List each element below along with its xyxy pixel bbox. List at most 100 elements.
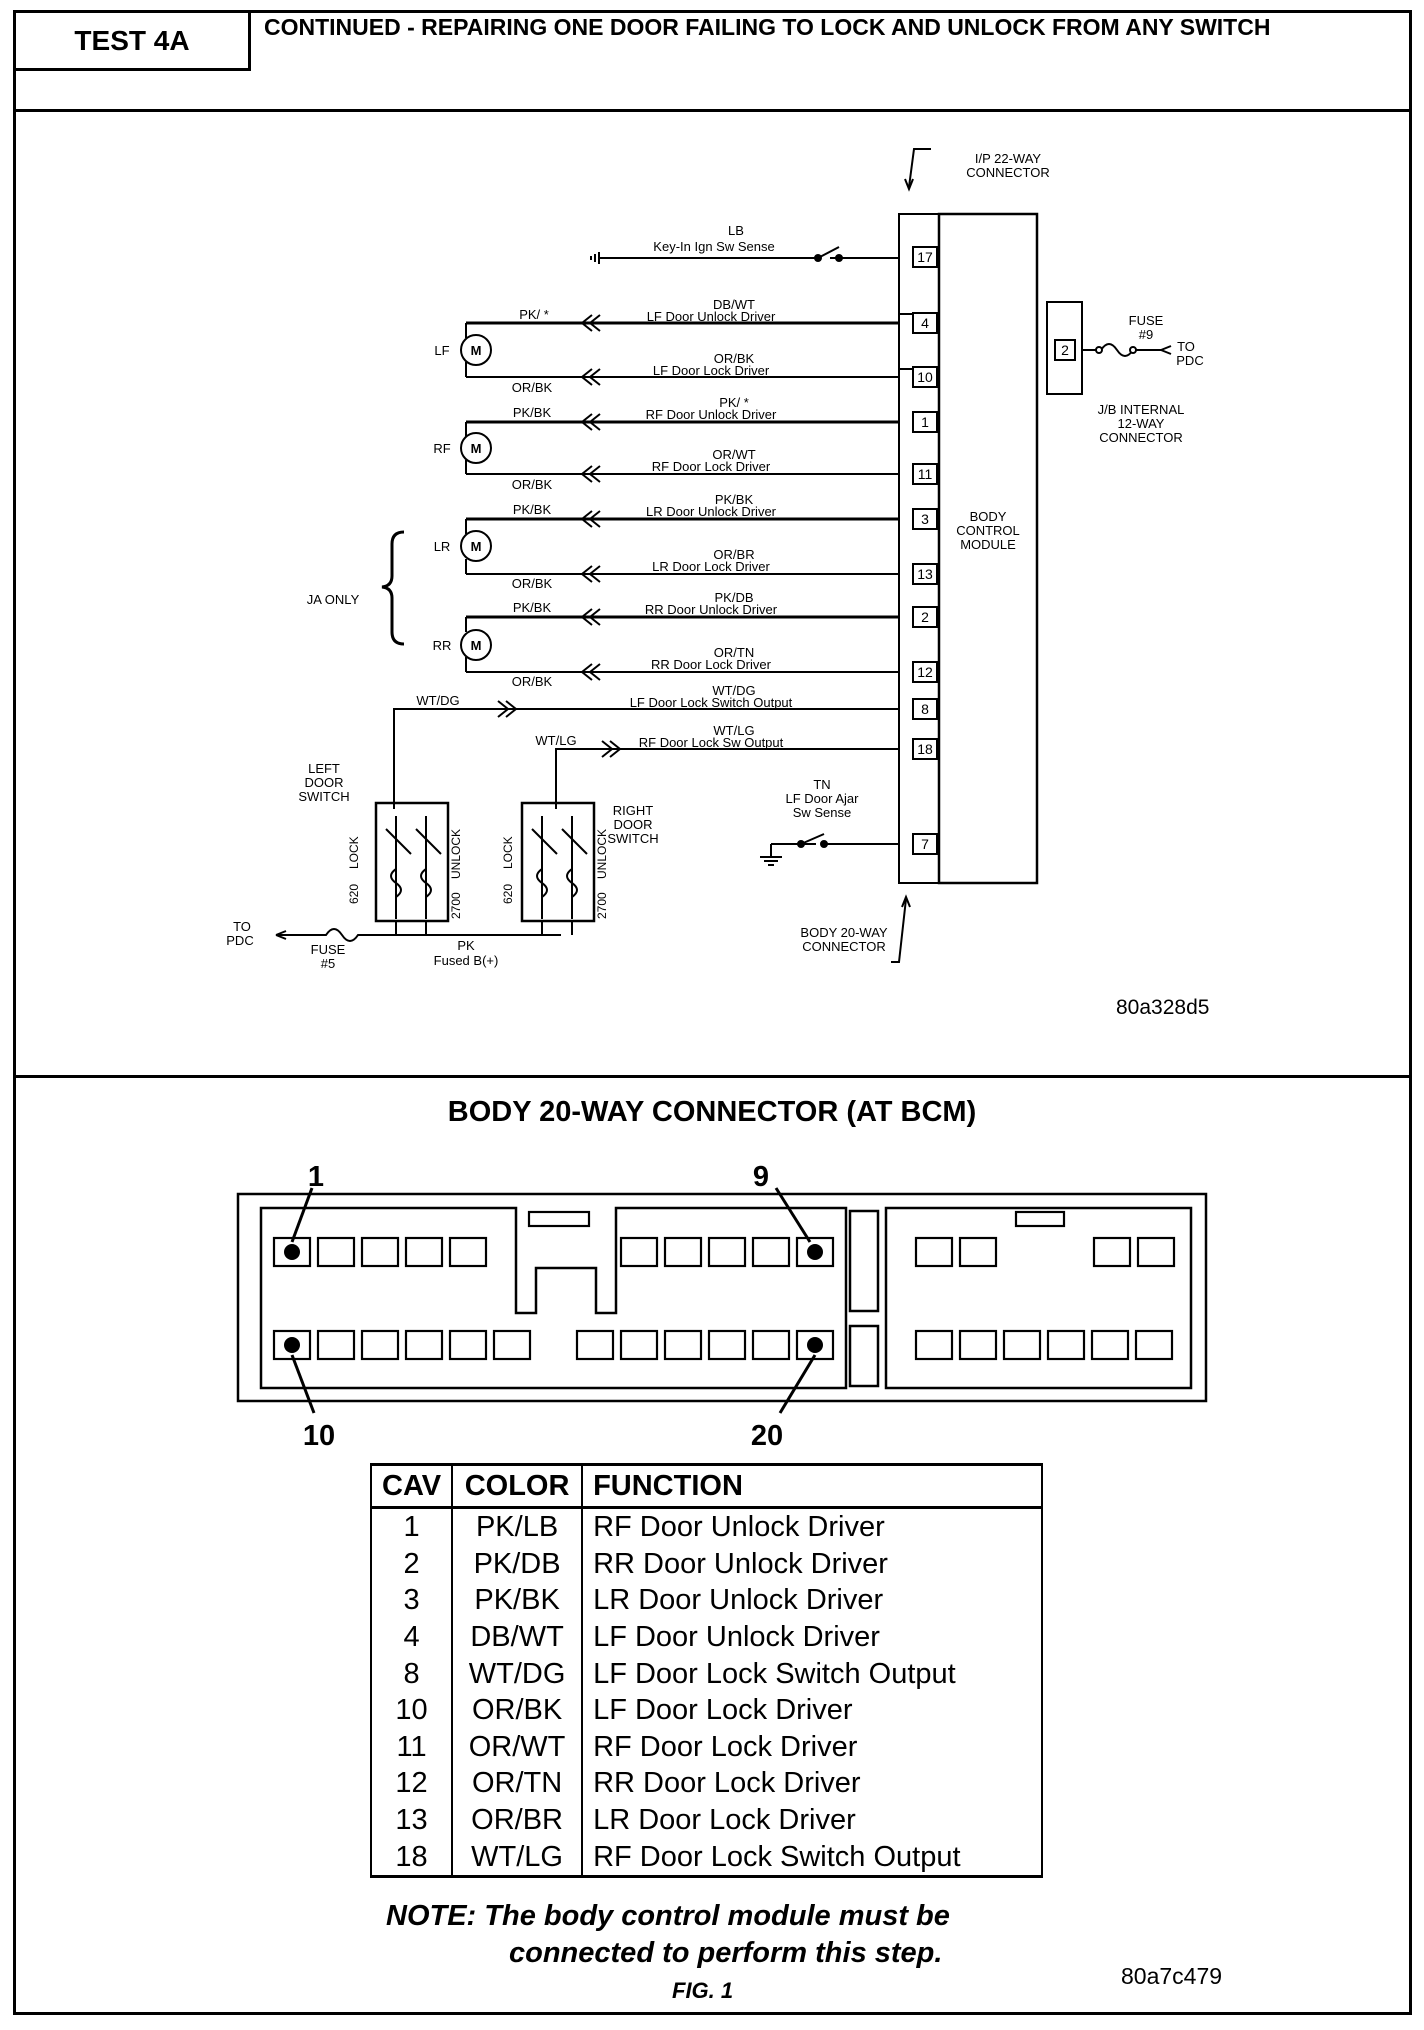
left-switch-r2: 2700 [449, 892, 463, 919]
image-code-2: 80a7c479 [1121, 1963, 1223, 1989]
left-switch-r1: 620 [347, 884, 361, 904]
fused-name: Fused B(+) [434, 953, 499, 968]
motor-symbol-lr: M [471, 539, 482, 554]
right-switch-label-2: DOOR [614, 817, 653, 832]
wire-name-12: RR Door Lock Driver [651, 657, 772, 672]
wire-color-13: OR/BR [713, 547, 754, 562]
pin-2: 2 [921, 609, 929, 625]
header-color: COLOR [451, 1463, 584, 1509]
cav-cell: 3 [369, 1582, 454, 1619]
wire-left-18: WT/LG [535, 733, 576, 748]
cavity-1-marker [284, 1244, 300, 1260]
wire-name-2: RR Door Unlock Driver [645, 602, 778, 617]
wire-left-12: OR/BK [512, 674, 553, 689]
wire-color-11: OR/WT [712, 447, 755, 462]
body-connector-strip [898, 313, 940, 884]
cavity-9-marker [807, 1244, 823, 1260]
wire-color-2: PK/DB [714, 590, 753, 605]
callout-1: 1 [308, 1161, 324, 1193]
connector-outline [236, 1192, 1208, 1403]
wire-left-11: OR/BK [512, 477, 553, 492]
function-cell: LR Door Unlock Driver [581, 1582, 1044, 1619]
bcm-label-3: MODULE [960, 537, 1016, 552]
function-cell: RF Door Lock Driver [581, 1728, 1044, 1766]
body-connector-label-1: BODY 20-WAY [800, 925, 888, 940]
fused-color: PK [457, 938, 475, 953]
key-in-color: LB [728, 223, 744, 238]
wire-left-13: OR/BK [512, 576, 553, 591]
cavity-grid [272, 1210, 1176, 1361]
wire-color-8: WT/DG [712, 683, 755, 698]
cav-cell: 11 [369, 1728, 454, 1766]
pin-3: 3 [921, 511, 929, 527]
pin-8: 8 [921, 701, 929, 717]
wire-left-2: PK/BK [513, 600, 552, 615]
right-switch-r1: 620 [501, 884, 515, 904]
function-cell: LR Door Lock Driver [581, 1801, 1044, 1839]
pin-17: 17 [917, 249, 933, 265]
cav-cell: 8 [369, 1655, 454, 1692]
fuse5-label: FUSE [311, 942, 346, 957]
wire-name-8: LF Door Lock Switch Output [630, 695, 793, 710]
pin-11: 11 [918, 466, 933, 482]
cav-cell: 18 [369, 1838, 454, 1878]
fuse9-to: TO [1177, 339, 1195, 354]
cav-cell: 10 [369, 1691, 454, 1729]
test-label: TEST 4A [16, 13, 251, 71]
color-cell: PK/DB [451, 1545, 584, 1583]
wire-name-3: LR Door Unlock Driver [646, 504, 777, 519]
jb-label-2: 12-WAY [1118, 416, 1165, 431]
color-cell: WT/DG [451, 1655, 584, 1692]
wire-color-1: PK/ * [719, 395, 749, 410]
wire-name-18: RF Door Lock Sw Output [639, 735, 784, 750]
color-cell: PK/LB [451, 1507, 584, 1546]
left-door-switch [374, 801, 450, 923]
header-function: FUNCTION [581, 1463, 1044, 1509]
bcm-label-1: BODY [970, 509, 1007, 524]
callout-10: 10 [303, 1420, 335, 1452]
left-switch-label-3: SWITCH [298, 789, 349, 804]
image-code: 80a328d5 [1116, 996, 1209, 1019]
right-switch-label-3: SWITCH [607, 831, 658, 846]
note-line-2: connected to perform this step. [509, 1937, 943, 1969]
connector-title: BODY 20-WAY CONNECTOR (AT BCM) [448, 1096, 977, 1128]
fuse5-to: TO [233, 919, 251, 934]
figure-label: FIG. 1 [672, 1978, 734, 2003]
wire-name-10: LF Door Lock Driver [653, 363, 770, 378]
jb-label-1: J/B INTERNAL [1098, 402, 1185, 417]
pin-1: 1 [921, 414, 929, 430]
color-cell: OR/WT [451, 1728, 584, 1766]
right-door-switch [520, 801, 596, 923]
motor-lf-label: LF [434, 343, 449, 358]
wire-color-4: DB/WT [713, 297, 755, 312]
note: NOTE: The body control module must be co… [386, 1898, 1086, 1972]
inline-connector-chevrons [497, 314, 622, 758]
note-line-1: NOTE: The body control module must be [386, 1900, 950, 1932]
wire-left-10: OR/BK [512, 380, 553, 395]
key-in-name: Key-In Ign Sw Sense [653, 239, 774, 254]
callout-9: 9 [753, 1161, 769, 1193]
pin-4: 4 [921, 315, 929, 331]
motor-rr-label: RR [433, 638, 452, 653]
callout-20: 20 [751, 1420, 783, 1452]
pin-jb-2: 2 [1061, 342, 1069, 358]
color-cell: PK/BK [451, 1582, 584, 1619]
right-switch-unlock: UNLOCK [595, 829, 609, 879]
function-cell: RR Door Unlock Driver [581, 1545, 1044, 1583]
fuse9-label: FUSE [1129, 313, 1164, 328]
page-title: CONTINUED - REPAIRING ONE DOOR FAILING T… [264, 14, 1271, 40]
wire-left-4: PK/ * [519, 307, 549, 322]
wire-color-10: OR/BK [714, 351, 755, 366]
left-switch-label-1: LEFT [308, 761, 340, 776]
left-switch-label-2: DOOR [305, 775, 344, 790]
header: TEST 4A CONTINUED - REPAIRING ONE DOOR F… [16, 13, 1409, 112]
motor-lr-label: LR [434, 539, 451, 554]
wire-color-3: PK/BK [715, 492, 754, 507]
wire-name-1: RF Door Unlock Driver [646, 407, 777, 422]
jb-connector [1046, 301, 1083, 395]
